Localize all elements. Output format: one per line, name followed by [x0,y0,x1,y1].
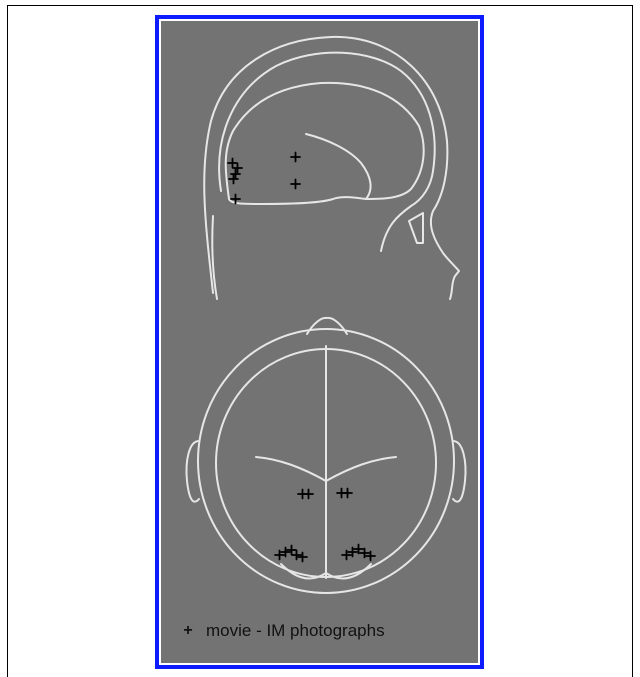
brain-diagram [161,21,478,663]
brain-map-canvas: + movie - IM photographs [161,21,478,663]
activation-marker [233,164,242,173]
activation-marker [292,551,301,560]
activation-marker [304,490,313,499]
activation-marker [291,180,300,189]
activation-markers [228,153,375,562]
sagittal-brain-lobe [226,83,424,204]
activation-marker [291,153,300,162]
axial-ear-left [187,441,200,502]
legend-label: movie - IM photographs [206,621,385,641]
activation-marker [231,170,240,179]
axial-view [187,318,466,593]
activation-marker [229,175,238,184]
sagittal-sulcus [306,134,371,199]
activation-marker [343,489,352,498]
figure-panel: + movie - IM photographs [155,15,484,669]
activation-marker [228,159,237,168]
sagittal-ear [409,213,423,243]
axial-ear-right [453,441,466,502]
axial-nose [307,318,347,334]
plus-marker-icon: + [181,622,195,640]
legend: + movie - IM photographs [181,621,385,641]
activation-marker [287,546,296,555]
activation-marker [298,553,307,562]
